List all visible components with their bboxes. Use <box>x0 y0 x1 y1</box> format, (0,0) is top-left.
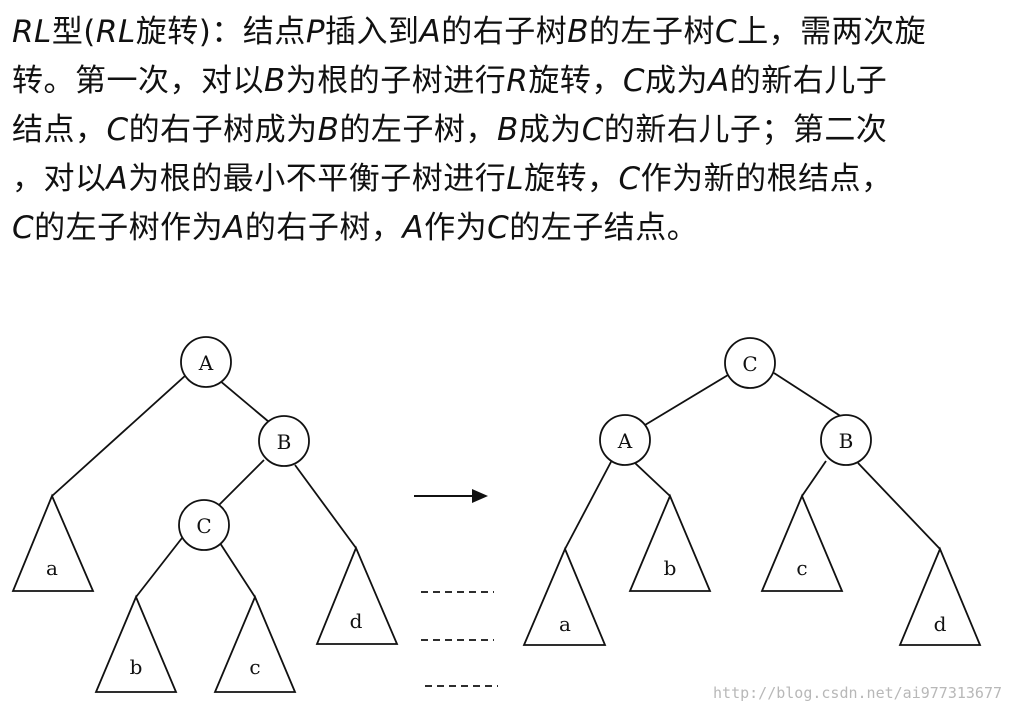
description-text: A <box>402 210 425 246</box>
description-text: 的右子树， <box>244 210 403 246</box>
edge-B-C <box>217 459 265 507</box>
subtree-label-c: c <box>796 556 807 580</box>
description-text: C <box>581 112 604 148</box>
edge-C-A <box>639 374 729 429</box>
description-line: RL型(RL旋转)：结点P插入到A的右子树B的左子树C上，需两次旋 <box>12 8 1002 57</box>
edge-A-B <box>218 379 270 423</box>
description-text: 作为新的根结点， <box>640 161 893 197</box>
description-text: 上，需两次旋 <box>737 14 927 50</box>
subtree-label-d: d <box>934 612 947 636</box>
description-text: A <box>223 210 245 246</box>
subtree-label-a: a <box>559 612 571 636</box>
edge-A-a <box>51 374 187 497</box>
node-label-B: B <box>277 430 292 454</box>
subtree-label-b: b <box>664 556 677 580</box>
subtree-a: a <box>522 546 607 646</box>
description-text: 转。第一次，对以 <box>12 63 264 99</box>
subtree-b: b <box>628 493 712 592</box>
description-text: C <box>622 63 645 99</box>
subtree-d: d <box>898 546 982 646</box>
edge-C-c <box>217 539 256 598</box>
watermark: http://blog.csdn.net/ai977313677 <box>713 684 1002 702</box>
edge-B-d <box>857 462 941 550</box>
description-text: C <box>106 112 129 148</box>
description-text: C <box>487 210 510 246</box>
edge-A-b <box>634 462 671 497</box>
description-text: 的右子树成为 <box>128 112 318 148</box>
edge-C-B <box>773 372 843 418</box>
subtree-a: a <box>11 493 95 592</box>
subtree-label-c: c <box>249 655 260 679</box>
description-text: 旋转， <box>524 161 619 197</box>
description-text: 插入到 <box>325 14 420 50</box>
subtree-label-d: d <box>350 609 363 633</box>
edge-B-d <box>294 464 357 549</box>
tree-node-C: C <box>178 499 230 551</box>
node-label-C: C <box>196 514 211 538</box>
description-text: 的新右儿子 <box>729 63 888 99</box>
description-text: C <box>715 14 738 50</box>
description-text: RL <box>95 14 136 50</box>
node-label-A: A <box>617 429 633 453</box>
subtree-b: b <box>94 594 178 693</box>
description-text: B <box>264 63 286 99</box>
edge-A-a <box>564 459 613 550</box>
tree-node-A: A <box>180 336 232 388</box>
description-text: 成为 <box>644 63 708 99</box>
description-text: 为根的最小不平衡子树进行 <box>128 161 507 197</box>
description-text: A <box>707 63 730 99</box>
node-label-A: A <box>198 351 214 375</box>
description-text: 的新右儿子；第二次 <box>603 112 888 148</box>
subtree-label-a: a <box>46 556 58 580</box>
description-text: B <box>317 112 340 148</box>
description-text: 型( <box>51 14 96 50</box>
description-text: 的左子树 <box>589 14 716 50</box>
before-tree: A B C a b c d <box>11 336 399 693</box>
description-text: 旋转)：结点 <box>135 14 306 50</box>
description-line: 结点，C的右子树成为B的左子树，B成为C的新右儿子；第二次 <box>12 106 1002 155</box>
tree-node-B: B <box>258 415 310 467</box>
description-line: C的左子树作为A的右子树，A作为C的左子结点。 <box>12 204 1002 253</box>
description-line: ，对以A为根的最小不平衡子树进行L旋转，C作为新的根结点， <box>12 155 1002 204</box>
description-text: 的左子结点。 <box>509 210 699 246</box>
description-text: 的左子树作为 <box>34 210 224 246</box>
description-text: P <box>305 14 326 50</box>
subtree-c: c <box>213 594 297 693</box>
subtree-label-b: b <box>130 655 143 679</box>
description-text: 作为 <box>424 210 488 246</box>
after-tree: C A B a b c d <box>522 337 982 646</box>
description-text: A <box>106 161 129 197</box>
tree-node-C: C <box>724 337 776 389</box>
node-label-B: B <box>839 429 854 453</box>
node-label-C: C <box>742 352 757 376</box>
description-text: 的右子树 <box>441 14 568 50</box>
description-text: RL <box>12 14 52 50</box>
edge-B-c <box>801 460 827 497</box>
description-text: B <box>567 14 590 50</box>
description-text: 旋转， <box>528 63 623 99</box>
rl-rotation-description: RL型(RL旋转)：结点P插入到A的右子树B的左子树C上，需两次旋转。第一次，对… <box>12 8 1002 253</box>
description-text: L <box>506 161 524 197</box>
description-text: 为根的子树进行 <box>285 63 507 99</box>
description-line: 转。第一次，对以B为根的子树进行R旋转，C成为A的新右儿子 <box>12 57 1002 106</box>
description-text: 结点， <box>12 112 107 148</box>
description-text: C <box>618 161 641 197</box>
description-text: 的左子树， <box>339 112 497 148</box>
description-text: R <box>506 63 529 99</box>
description-text: B <box>496 112 519 148</box>
description-text: ，对以 <box>12 161 107 197</box>
transform-arrow <box>414 489 488 503</box>
description-text: A <box>419 14 442 50</box>
tree-node-B: B <box>820 414 872 466</box>
subtree-d: d <box>315 545 399 645</box>
description-text: C <box>12 210 35 246</box>
edge-C-b <box>135 537 183 598</box>
tree-node-A: A <box>599 414 651 466</box>
description-text: 成为 <box>518 112 582 148</box>
subtree-c: c <box>760 493 844 592</box>
